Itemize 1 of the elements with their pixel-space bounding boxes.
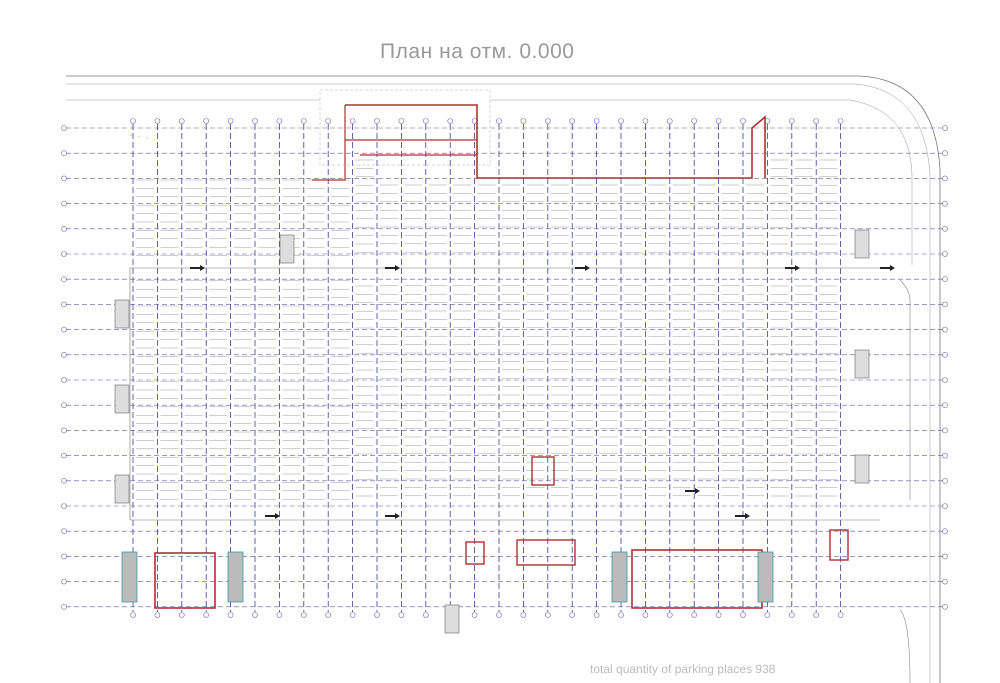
drawing-title: План на отм. 0.000 — [380, 39, 575, 65]
